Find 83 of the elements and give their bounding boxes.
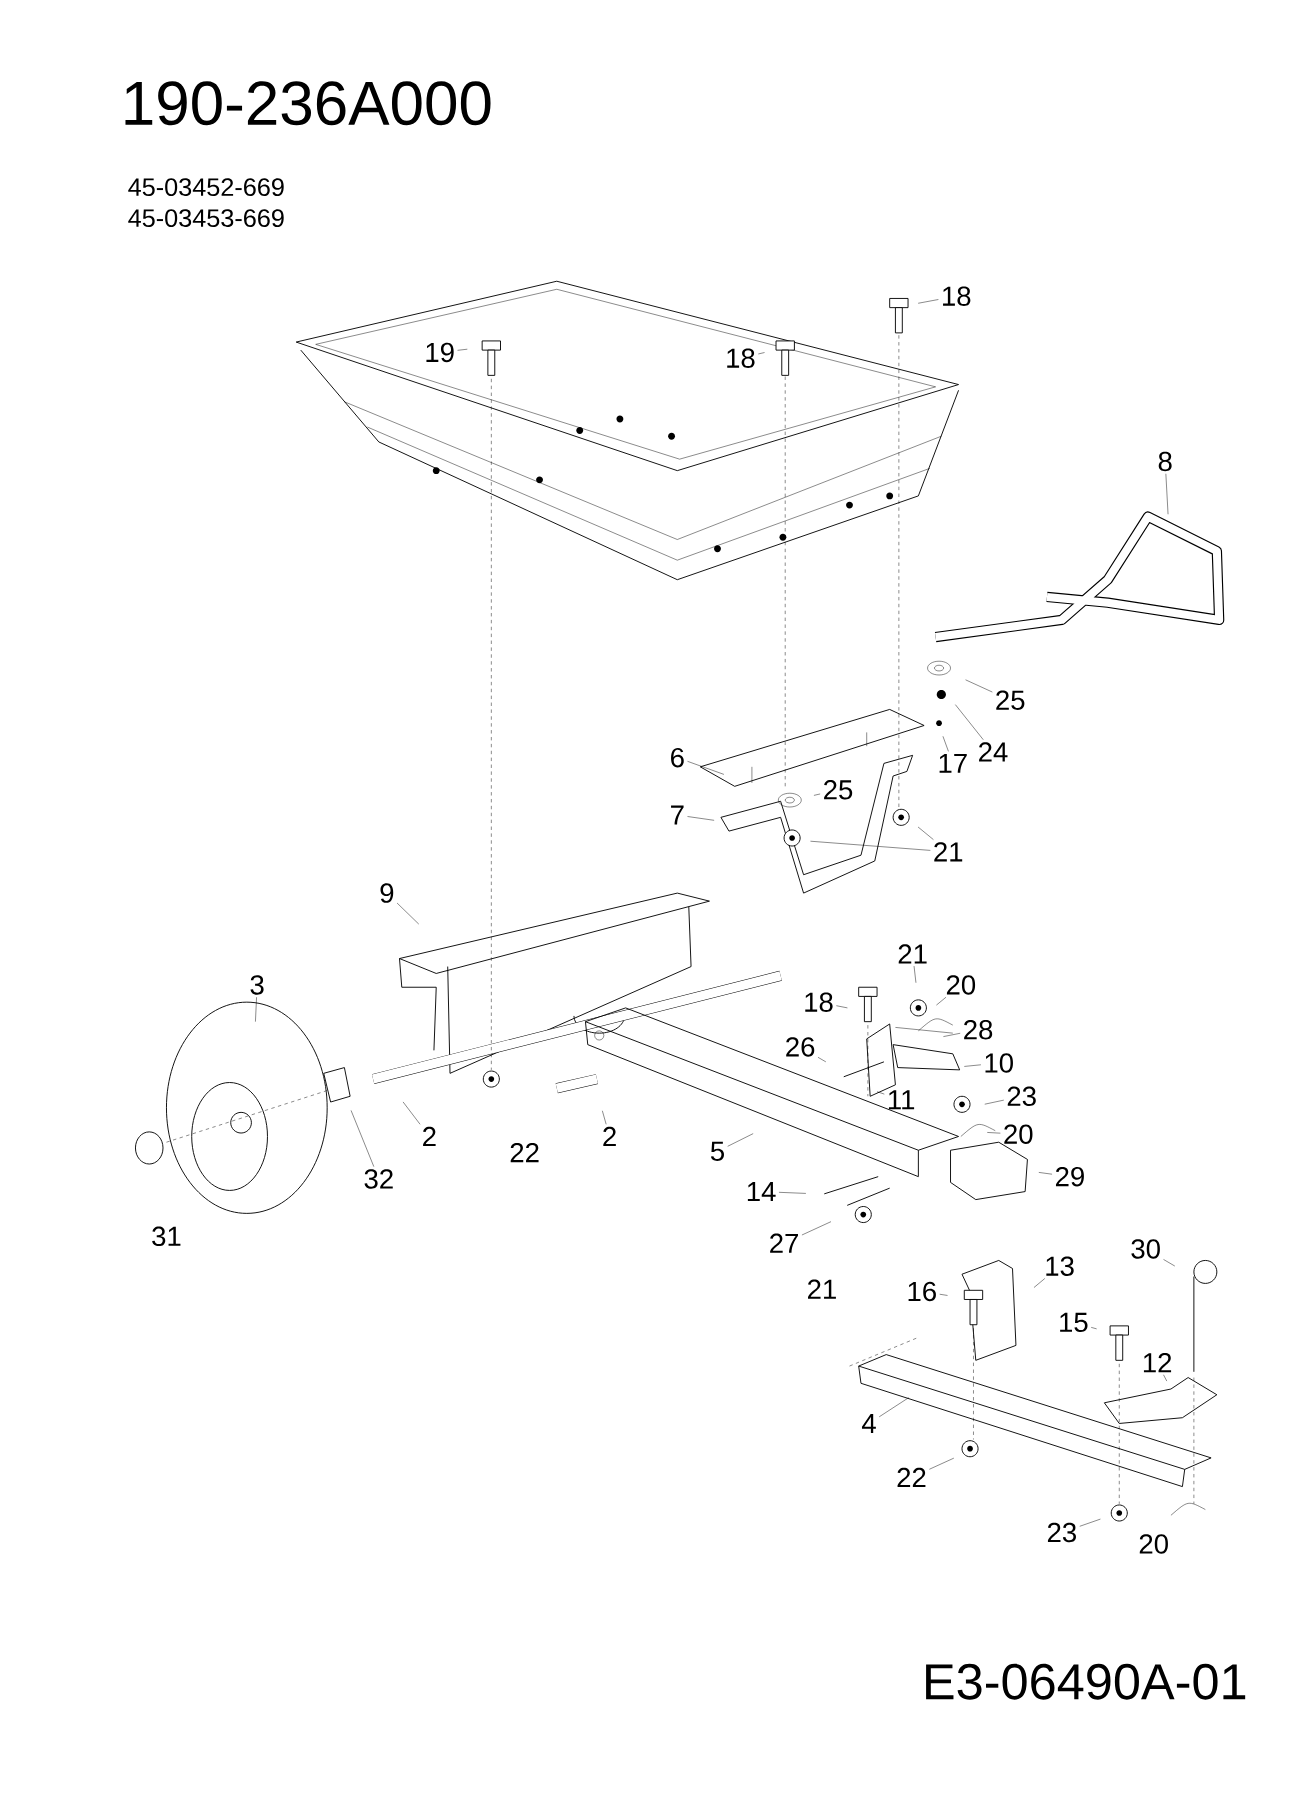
- title: 190-236A000: [125, 81, 491, 126]
- callout-number: 3: [250, 975, 264, 995]
- leader-line: [757, 352, 765, 355]
- leader-line: [687, 816, 715, 821]
- callout-number: 20: [946, 975, 975, 995]
- leader-line: [954, 704, 984, 740]
- callout-number: 23: [1007, 1086, 1036, 1107]
- callout-number: 15: [1059, 1312, 1088, 1333]
- callout-number: 21: [898, 944, 927, 964]
- callout-number: 24: [978, 742, 1008, 762]
- leader-line: [402, 1101, 421, 1125]
- leader-line: [939, 1294, 948, 1296]
- leader-line: [801, 1221, 832, 1236]
- leader-line: [255, 997, 257, 1022]
- leader-line: [917, 826, 934, 840]
- callout-number: 8: [1158, 451, 1172, 472]
- leader-line: [835, 1005, 848, 1009]
- callout-number: 26: [786, 1037, 815, 1057]
- callout-number: 22: [897, 1467, 926, 1488]
- leader-line: [913, 965, 916, 983]
- leader-line: [878, 1397, 909, 1418]
- callout-number: 13: [1046, 1256, 1074, 1276]
- callout-number: 23: [1047, 1522, 1076, 1543]
- callout-number: 7: [670, 805, 684, 825]
- leader-line: [813, 793, 821, 796]
- leader-line: [1163, 1374, 1167, 1382]
- leader-line: [917, 299, 939, 304]
- leader-line: [928, 1457, 954, 1470]
- leader-line: [876, 1091, 885, 1095]
- callout-number: 18: [805, 992, 833, 1012]
- callout-number: 18: [727, 348, 755, 368]
- callout-number: 6: [670, 747, 684, 768]
- callout-number: 17: [939, 753, 967, 773]
- callout-number: 19: [426, 342, 454, 363]
- callout-number: 14: [747, 1182, 776, 1202]
- diagram-code: E3-06490A-01: [925, 1663, 1245, 1700]
- callout-number: 16: [908, 1281, 936, 1302]
- leader-line: [1165, 473, 1169, 515]
- leader-line: [810, 841, 931, 851]
- leader-line: [963, 1064, 981, 1067]
- callout-number: 31: [151, 1226, 181, 1247]
- callout-number: 2: [422, 1126, 436, 1147]
- leader-line: [986, 1132, 1001, 1134]
- leader-line: [942, 736, 949, 752]
- callout-number: 11: [888, 1090, 914, 1110]
- callout-number: 25: [996, 690, 1025, 710]
- leader-line: [1033, 1278, 1045, 1288]
- leader-line: [350, 1110, 374, 1167]
- leader-line: [687, 761, 724, 775]
- leader-line: [1079, 1518, 1101, 1527]
- callout-number: 20: [1004, 1124, 1033, 1144]
- leader-line: [942, 1033, 961, 1037]
- leader-line: [1090, 1327, 1097, 1330]
- callout-number: 10: [985, 1053, 1013, 1073]
- leader-line: [817, 1057, 826, 1063]
- leader-line: [935, 997, 946, 1006]
- callout-number: 25: [823, 780, 852, 800]
- callout-number: 21: [807, 1279, 836, 1299]
- callout-number: 18: [942, 286, 971, 306]
- callout-number: 20: [1139, 1534, 1168, 1554]
- callout-number: 32: [364, 1169, 393, 1189]
- leader-line: [984, 1099, 1004, 1105]
- callout-number: 29: [1055, 1166, 1084, 1187]
- callout-number: 4: [861, 1414, 876, 1433]
- leader-line: [1163, 1259, 1175, 1267]
- callout-number: 30: [1131, 1239, 1160, 1259]
- callout-number: 28: [963, 1019, 992, 1040]
- leader-line: [727, 1133, 754, 1147]
- callout-number: 27: [769, 1233, 798, 1253]
- leader-line: [601, 1110, 607, 1125]
- leader-line: [457, 348, 468, 351]
- leader-line: [778, 1192, 806, 1194]
- callout-number: 9: [380, 883, 393, 903]
- callout-number: 22: [510, 1142, 539, 1163]
- leader-line: [1038, 1172, 1053, 1175]
- callout-number: 21: [934, 842, 962, 862]
- callout-number: 2: [603, 1126, 616, 1147]
- part-number: 45-03453-669: [128, 209, 284, 228]
- part-number: 45-03452-669: [128, 178, 284, 197]
- callout-number: 12: [1143, 1353, 1171, 1373]
- leader-line: [965, 679, 993, 693]
- leader-line: [396, 902, 419, 925]
- callout-number: 5: [710, 1141, 724, 1161]
